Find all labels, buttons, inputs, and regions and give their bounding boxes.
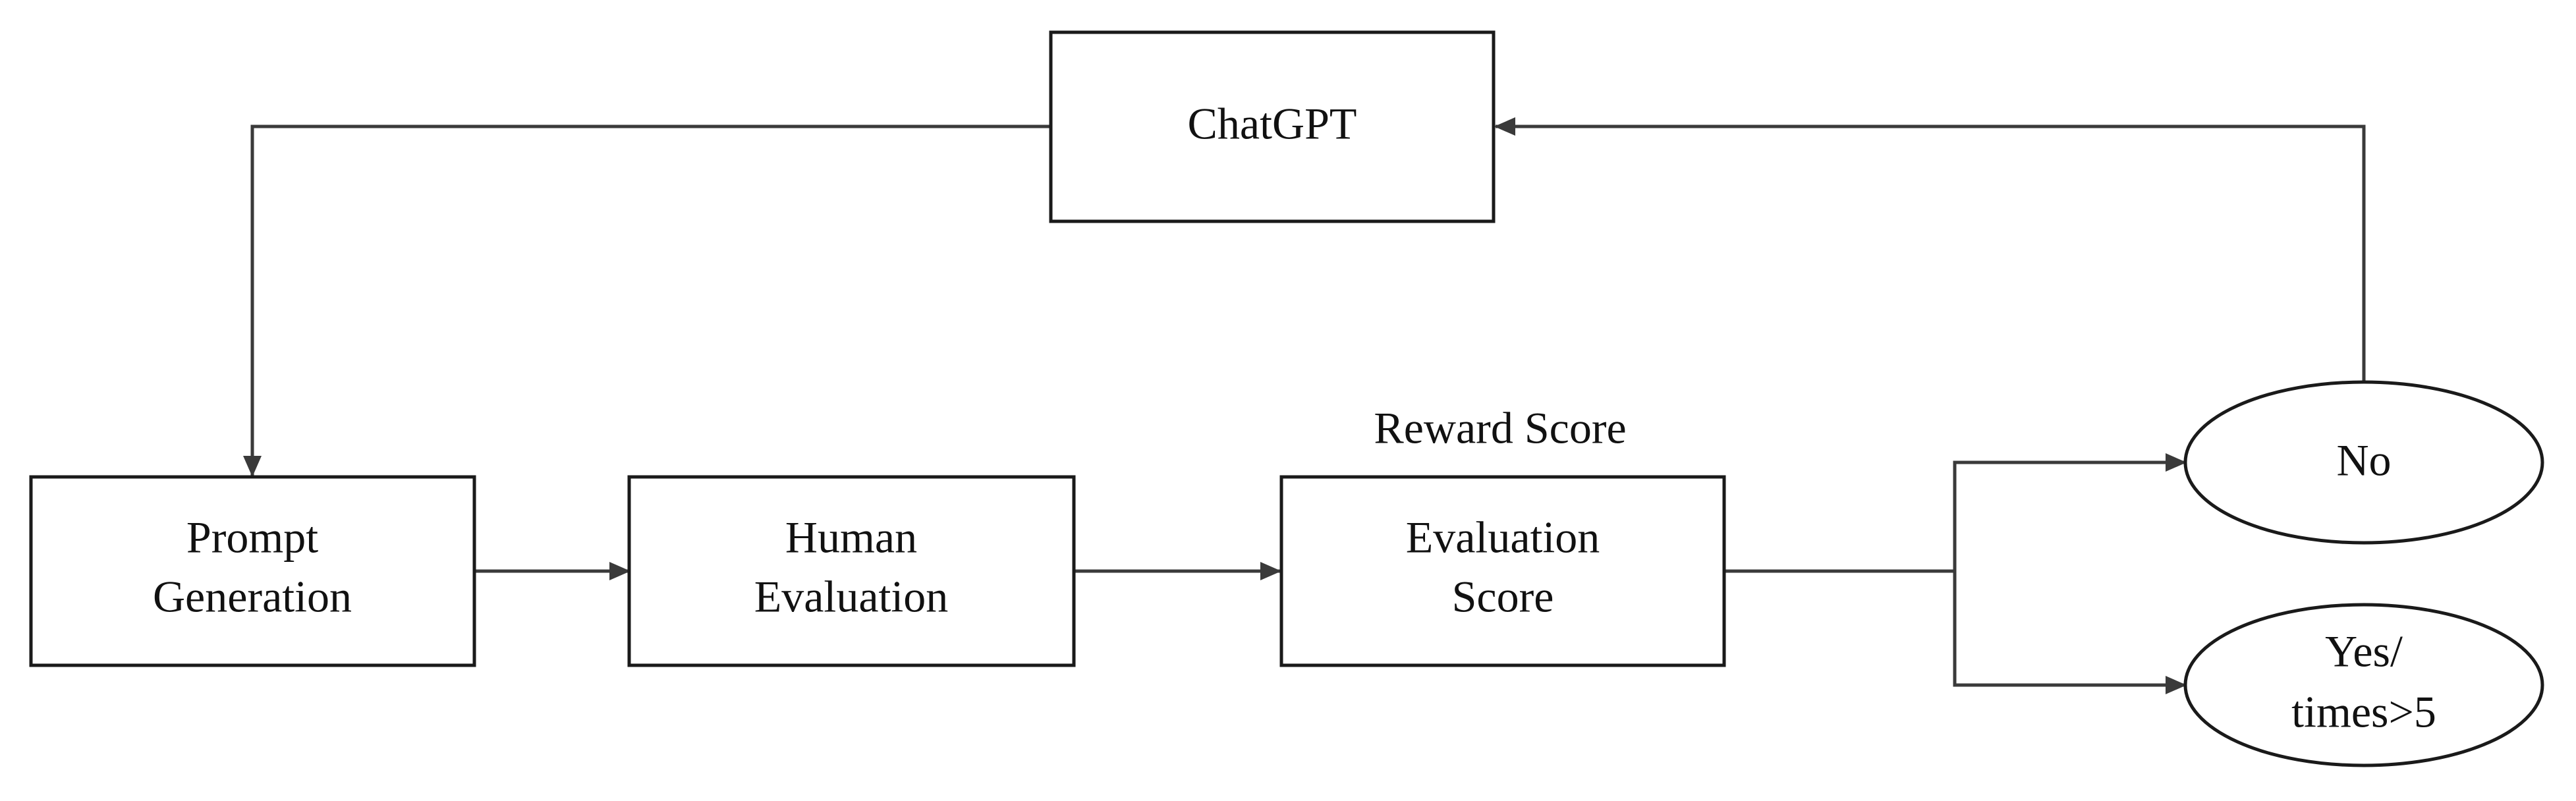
node-chatgpt: ChatGPT — [1049, 30, 1496, 223]
node-prompt-generation: Prompt Generation — [29, 475, 476, 667]
edge-split-to-yes — [1953, 571, 2187, 694]
node-no: No — [2183, 380, 2544, 545]
reward-score-annotation: Reward Score — [1374, 403, 1626, 453]
node-chatgpt-label: ChatGPT — [1188, 99, 1357, 149]
node-evaluation-score-line1: Evaluation — [1406, 512, 1600, 563]
node-evaluation-score-line2: Score — [1452, 572, 1554, 622]
node-prompt-generation-line2: Generation — [153, 572, 352, 622]
node-no-label: No — [2336, 435, 2391, 485]
node-human-evaluation-line2: Evaluation — [754, 572, 949, 622]
edge-no-to-chatgpt — [1494, 117, 2366, 382]
edge-split-to-no — [1953, 453, 2187, 571]
edge-chatgpt-to-prompt-generation — [243, 124, 1051, 477]
node-prompt-generation-line1: Prompt — [186, 512, 318, 563]
node-yes-line2: times>5 — [2291, 687, 2436, 737]
node-human-evaluation: Human Evaluation — [627, 475, 1076, 667]
node-yes: Yes/ times>5 — [2183, 603, 2544, 767]
node-evaluation-score: Evaluation Score — [1279, 475, 1726, 667]
node-yes-line1: Yes/ — [2325, 626, 2403, 677]
node-human-evaluation-line1: Human — [785, 512, 917, 563]
